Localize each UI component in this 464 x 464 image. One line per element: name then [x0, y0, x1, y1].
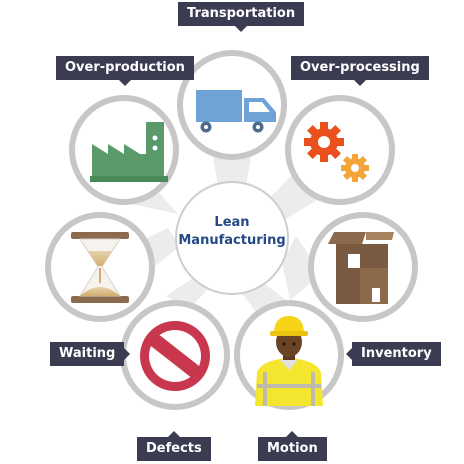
label-transportation: Transportation: [178, 2, 305, 32]
defects-node: [120, 300, 230, 410]
center-label-line2: Manufacturing: [178, 233, 286, 248]
inventory-node: [308, 212, 418, 322]
center-circle: [175, 181, 289, 295]
factory-icon: [90, 122, 168, 182]
label-inventory: Inventory: [346, 342, 441, 366]
construction-worker-icon: [255, 316, 323, 406]
label-defects: Defects: [137, 431, 211, 461]
over-production-node: [69, 95, 179, 205]
truck-icon: [196, 90, 276, 133]
gears-icon: [304, 122, 369, 182]
cardboard-box-icon: [328, 232, 394, 304]
label-waiting: Waiting: [50, 342, 131, 366]
over-processing-node: [285, 95, 395, 205]
transportation-node: [177, 50, 287, 160]
motion-node: [234, 300, 344, 410]
center-label: Lean Manufacturing: [168, 214, 296, 250]
prohibition-sign-icon: [140, 321, 210, 391]
center-label-line1: Lean: [214, 215, 250, 230]
label-motion: Motion: [258, 431, 327, 461]
hourglass-icon: [71, 232, 129, 303]
label-over-production: Over-production: [56, 56, 194, 86]
label-over-processing: Over-processing: [291, 56, 429, 86]
waiting-node: [45, 212, 155, 322]
